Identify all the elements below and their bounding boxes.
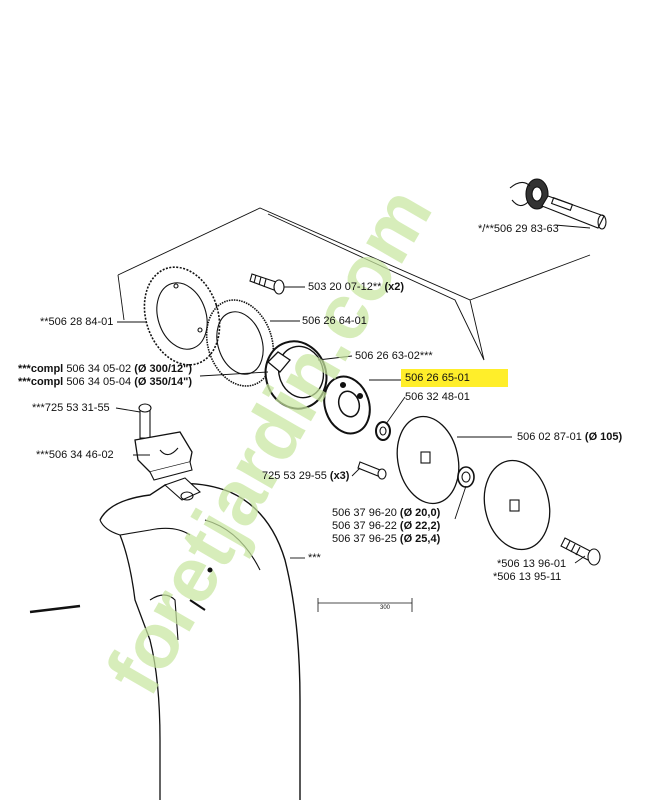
assembly-frame	[117, 207, 485, 361]
shaft-bearing	[509, 178, 607, 230]
label-506-37-96-25: 506 37 96-25 (Ø 25,4)	[332, 533, 441, 545]
label-guard: ***	[308, 552, 321, 564]
label-506-26-64-01: 506 26 64-01	[302, 315, 367, 327]
pulley-disc-rear	[483, 459, 551, 551]
label-compl-300: ***compl 506 34 05-02 (Ø 300/12")	[18, 363, 193, 375]
label-503-20-07-12: 503 20 07-12** (x2)	[308, 281, 405, 293]
label-506-26-65-01-highlighted: 506 26 65-01	[401, 369, 508, 387]
toothed-ring	[143, 266, 221, 366]
dimension-label: 300	[380, 605, 391, 611]
label-725-53-29-55: 725 53 29-55 (x3)	[262, 470, 350, 482]
label-725-53-31-55: ***725 53 31-55	[32, 402, 110, 414]
flange	[323, 375, 371, 435]
label-506-29-83-63: */**506 29 83-63	[478, 223, 559, 235]
blade-guard	[29, 477, 301, 800]
label-506-13-96-01: *506 13 96-01	[497, 558, 567, 570]
dimension-marker	[317, 598, 413, 612]
bushing	[457, 466, 475, 488]
bolt-503-20	[249, 273, 285, 295]
housing	[264, 340, 328, 410]
pulley-disc-front	[396, 415, 460, 505]
label-506-37-96-20: 506 37 96-20 (Ø 20,0)	[332, 507, 441, 519]
spacer	[375, 421, 391, 441]
bracket	[134, 431, 193, 481]
label-506-02-87-01: 506 02 87-01 (Ø 105)	[517, 431, 623, 443]
label-506-37-96-22: 506 37 96-22 (Ø 22,2)	[332, 520, 441, 532]
leader-lines	[115, 224, 591, 564]
label-506-34-46-02: ***506 34 46-02	[36, 449, 114, 461]
blade-bolt	[560, 537, 601, 566]
label-506-32-48-01: 506 32 48-01	[405, 391, 470, 403]
label-506-26-63-02: 506 26 63-02***	[355, 350, 433, 362]
assembly-frame-lower	[117, 274, 125, 321]
assembly-frame-right	[469, 254, 591, 301]
bolt-725-53-29	[357, 461, 387, 480]
label-506-13-95-11: *506 13 95-11	[493, 571, 562, 583]
label-compl-350: ***compl 506 34 05-04 (Ø 350/14")	[18, 376, 193, 388]
bolt-725-53-31	[138, 403, 152, 439]
label-506-28-84-01: **506 28 84-01	[40, 316, 114, 328]
